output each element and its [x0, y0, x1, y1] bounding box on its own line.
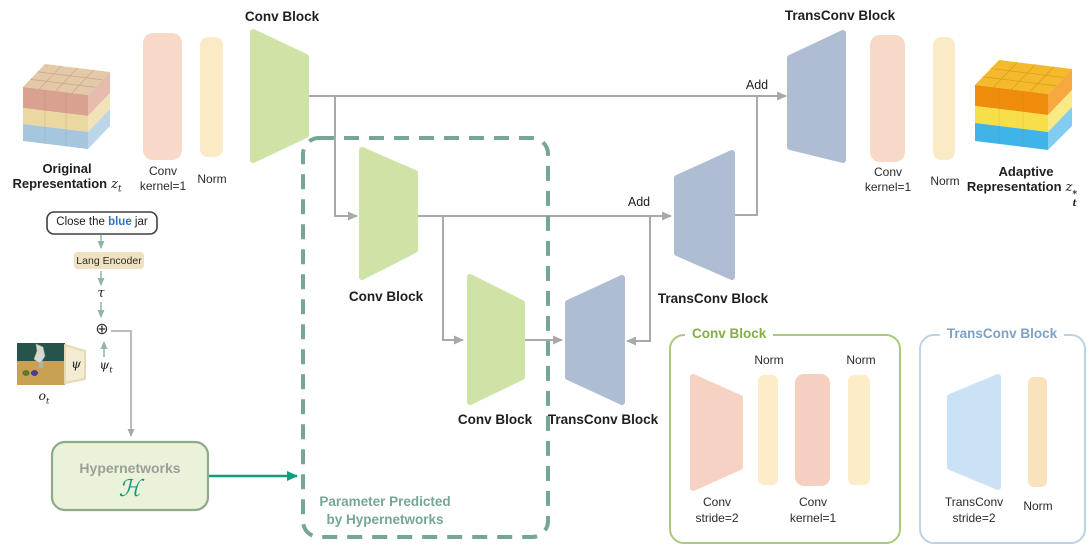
transconv-block-deep-shape [565, 275, 625, 405]
mid-conv-block-label: Conv Block [348, 289, 424, 304]
legend-norm-label-3: Norm [1023, 499, 1053, 513]
mid-to-deep-transconv-line [626, 216, 651, 346]
cube-side-layer-3 [88, 109, 110, 149]
instruction-highlight: blue [108, 216, 132, 228]
branch-to-deep-conv-line [442, 216, 464, 345]
original-representation-cube [23, 64, 110, 149]
cube-front-seams [998, 88, 1024, 147]
norm-bar-left [200, 37, 223, 157]
cube-grid-lines [30, 65, 103, 94]
legend-norm-bar-1 [758, 375, 778, 485]
add-label-top: Add [745, 78, 769, 92]
cube-side-layer-3 [1048, 107, 1072, 150]
cube-side-layer-1 [1048, 69, 1072, 115]
conv-block-deep-shape [467, 274, 525, 405]
dashed-hypernetwork-region [301, 136, 550, 539]
legend-conv-box [669, 334, 901, 544]
hypernetworks-symbol: ℋ [118, 476, 142, 502]
legend-conv-kernel-bar [795, 374, 830, 486]
hypernetworks-box [50, 440, 210, 512]
green-object [22, 370, 30, 376]
psi-encoder-shape [64, 344, 86, 384]
original-representation-label-line1: Original [42, 161, 92, 176]
instruction-box [46, 211, 158, 235]
add-label-mid: Add [627, 195, 651, 209]
legend-conv-title: Conv Block [685, 326, 774, 341]
top-conv-block-label: Conv Block [244, 9, 320, 24]
lang-encoder-label: Lang Encoder [76, 255, 142, 267]
psi-label: ψ [71, 356, 81, 371]
norm-label-left: Norm [197, 172, 227, 186]
tau-symbol: τ [97, 286, 105, 301]
conv-block-mid-shape [359, 147, 418, 280]
adaptive-representation-cube [975, 60, 1072, 150]
cube-grid-lines [982, 62, 1064, 93]
mid-transconv-block-label: TransConv Block [657, 291, 769, 306]
top-transconv-block-label: TransConv Block [784, 8, 896, 23]
transconv-block-mid-shape [674, 150, 735, 280]
cube-front-layer-2 [975, 106, 1048, 132]
cube-front-layer-1 [975, 85, 1048, 115]
conv-block-top-shape [250, 29, 309, 163]
psi-t-label: ψt [99, 357, 113, 376]
legend-norm-label-1: Norm [754, 353, 784, 367]
legend-norm-label-2: Norm [846, 353, 876, 367]
legend-conv-stride-trapezoid [690, 374, 743, 491]
cube-front-layer-1 [23, 87, 88, 116]
cube-front-seams [44, 89, 67, 147]
legend-norm-bar-3 [1028, 377, 1047, 487]
oplus-to-hypernetworks-line [111, 330, 135, 437]
branch-to-mid-conv-line [334, 96, 358, 221]
norm-label-right: Norm [930, 174, 960, 188]
conv1x1-bar-right [870, 35, 905, 162]
observation-label: ot [38, 388, 50, 407]
robot-gripper [39, 362, 43, 368]
adaptive-representation-label-line1: Adaptive [998, 164, 1054, 179]
lang-encoder-box [74, 252, 144, 269]
norm-bar-right [933, 37, 955, 160]
transconv-block-top-shape [787, 30, 846, 163]
legend-transconv-trapezoid [947, 374, 1001, 490]
legend-norm-bar-2 [848, 375, 870, 485]
mid-transconv-up-line [735, 96, 758, 216]
deep-transconv-block-label: TransConv Block [547, 412, 659, 427]
instruction-text: Close the blue jar [56, 216, 148, 228]
purple-object [31, 370, 38, 376]
robot-observation-image [17, 343, 65, 385]
cube-front-layer-3 [975, 123, 1048, 150]
conv1x1-bar-left [143, 33, 182, 160]
deep-conv-block-label: Conv Block [457, 412, 533, 427]
cube-side-layer-2 [88, 93, 110, 132]
cube-side-layer-2 [1048, 90, 1072, 132]
hypernetworks-title: Hypernetworks [79, 460, 181, 476]
cube-front-layer-3 [23, 124, 88, 149]
legend-transconv-title: TransConv Block [939, 326, 1065, 341]
oplus-symbol: ⊕ [95, 321, 109, 338]
cube-side-layer-1 [88, 72, 110, 116]
